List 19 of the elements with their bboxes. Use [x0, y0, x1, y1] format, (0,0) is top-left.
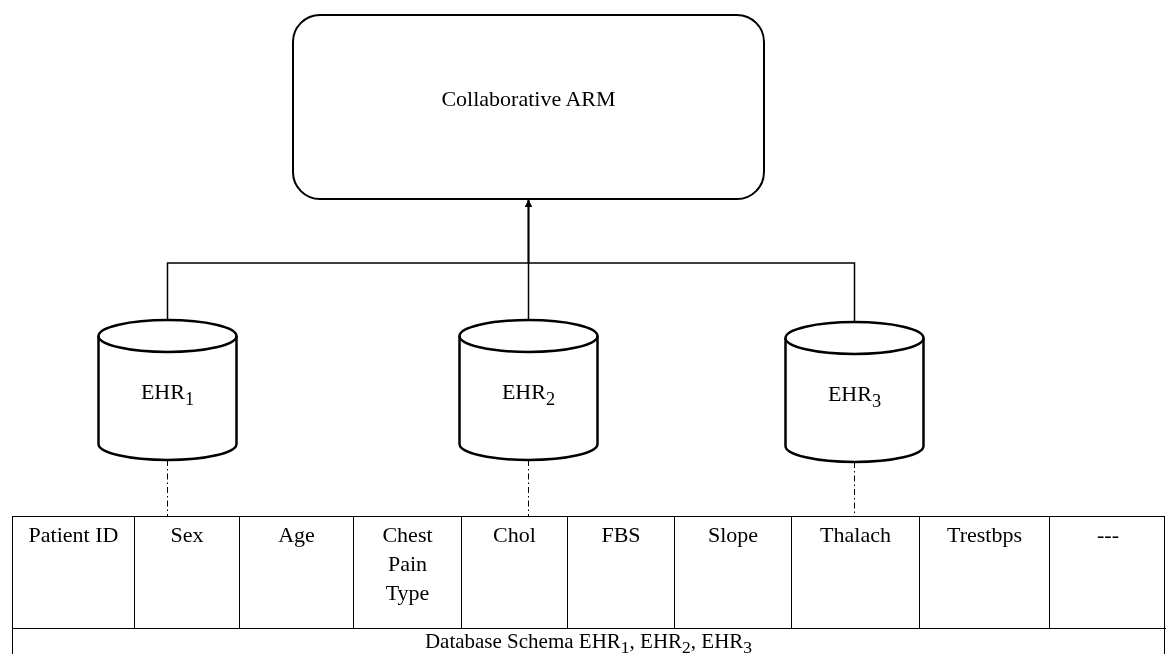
dashed-connector [528, 459, 529, 517]
cylinder-label: EHR$_{1}$ [139, 378, 196, 411]
table-header-cell: --- [1049, 517, 1166, 629]
table-caption: Database Schema EHR$_{1}$, EHR$_{2}$, EHR$_{3}$ [423, 629, 754, 654]
table-header-cell: Chest Pain Type [353, 517, 461, 629]
table-header-cell: Thalach [791, 517, 919, 629]
dashed-connector [167, 459, 168, 517]
table-header-cell: Sex [134, 517, 239, 629]
table-header-cell: FBS [567, 517, 674, 629]
table-header-cell: Chol [461, 517, 567, 629]
table-header-cell: Trestbps [919, 517, 1049, 629]
cylinder-label: EHR$_{2}$ [500, 378, 557, 411]
schema-table [12, 516, 1165, 654]
table-header-cell: Age [239, 517, 353, 629]
table-header-cell: Patient ID [13, 517, 134, 629]
cylinder-label: EHR$_{3}$ [826, 380, 883, 413]
process-box [292, 14, 765, 200]
box-label: Collaborative ARM [440, 85, 617, 113]
table-header-cell: Slope [674, 517, 791, 629]
